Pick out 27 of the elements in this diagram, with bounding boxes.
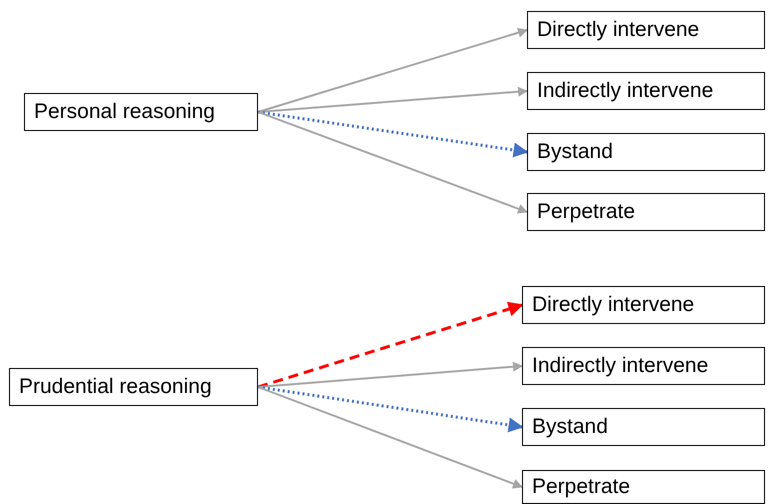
text-box: [522, 347, 765, 385]
arrow: [258, 111, 528, 214]
text-box: [527, 133, 765, 171]
box-label: Personal reasoning: [34, 100, 215, 124]
arrow: [258, 302, 524, 388]
box-label: Perpetrate: [537, 200, 636, 224]
text-box: [527, 193, 765, 231]
text-box: [24, 93, 258, 131]
text-box: [522, 286, 765, 324]
box-label: Perpetrate: [532, 475, 630, 499]
arrow: [258, 386, 523, 488]
text-box: [522, 408, 765, 446]
box-label: Directly intervene: [537, 18, 700, 42]
box-label: Indirectly intervene: [537, 79, 714, 103]
box-label: Indirectly intervene: [532, 354, 708, 378]
box-label: Directly intervene: [532, 293, 694, 317]
text-box: [527, 72, 765, 110]
box-label: Bystand: [537, 140, 613, 164]
box-label: Prudential reasoning: [19, 375, 212, 399]
text-box: [522, 470, 765, 504]
arrow: [258, 362, 523, 388]
text-box: [527, 11, 765, 49]
text-box: [9, 368, 258, 406]
arrow: [258, 386, 524, 432]
arrow: [258, 110, 528, 158]
box-label: Bystand: [532, 415, 608, 439]
arrow: [258, 28, 528, 113]
